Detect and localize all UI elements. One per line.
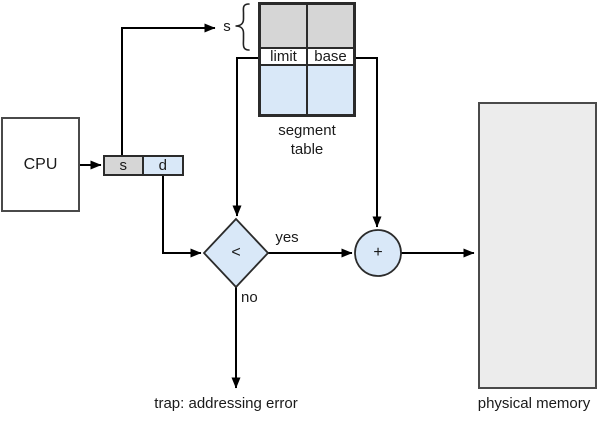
cpu-label: CPU [24, 156, 58, 174]
segment-entry-brace [236, 4, 250, 50]
segment-table-cell-gray [307, 4, 354, 48]
segment-number-field: s [105, 157, 144, 174]
limit-to-comparator-arrow [237, 58, 258, 216]
logical-address-register: s d [103, 155, 184, 176]
segment-index-label: s [219, 18, 235, 35]
base-column-header: base [307, 48, 354, 65]
yes-label: yes [268, 229, 306, 246]
segment-table-cell-blue [307, 65, 354, 115]
comparator-symbol: < [226, 244, 246, 262]
offset-field: d [144, 157, 183, 174]
trap-message: trap: addressing error [126, 395, 326, 412]
segment-number-arrow [122, 28, 215, 155]
segment-table: limit base [258, 2, 356, 117]
segment-table-cell-blue [260, 65, 307, 115]
limit-column-header: limit [260, 48, 307, 65]
physical-memory-box [478, 102, 597, 389]
segment-table-caption: segment table [271, 121, 343, 159]
cpu-box: CPU [1, 117, 80, 212]
adder-symbol: + [368, 244, 388, 262]
segment-table-cell-gray [260, 4, 307, 48]
offset-to-comparator-arrow [163, 176, 201, 253]
base-to-adder-arrow [355, 58, 377, 227]
physical-memory-label: physical memory [458, 395, 600, 412]
no-label: no [241, 289, 258, 306]
